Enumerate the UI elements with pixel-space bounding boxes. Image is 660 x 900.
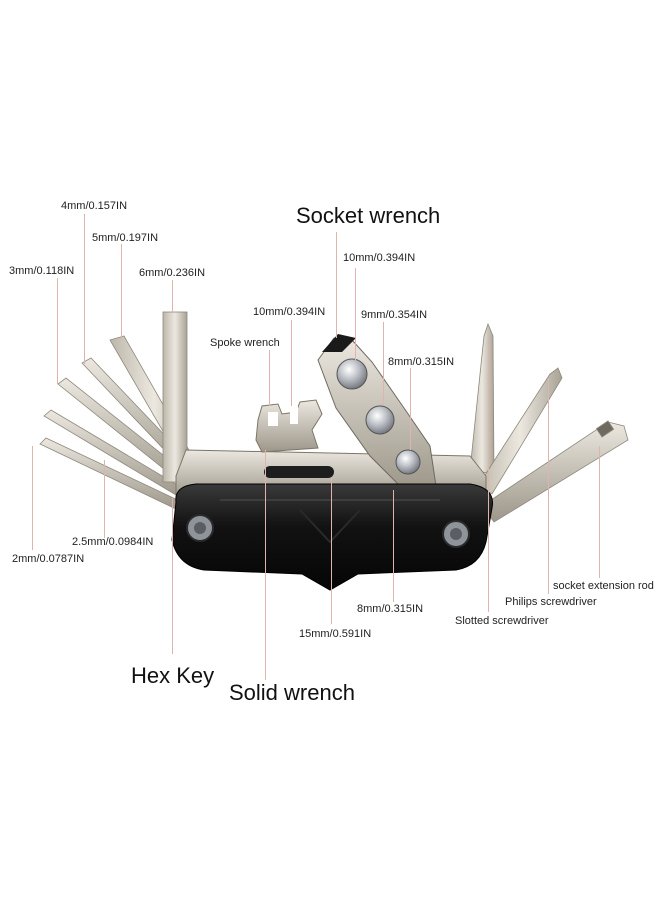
label-spoke-wrench: Spoke wrench [210,337,280,349]
label-hex-3mm: 3mm/0.118IN [9,265,75,277]
leader-socket-10mm [355,268,356,360]
label-solid-8mm: 8mm/0.315IN [357,603,424,615]
leader-hex-5mm [121,244,122,340]
leader-socket-extension-rod [599,446,600,578]
solid-wrench-plate [255,399,323,453]
screwdriver-set [469,322,629,523]
label-solid-wrench: Solid wrench [229,680,355,705]
label-hex-2-5mm: 2.5mm/0.0984IN [72,536,154,548]
label-solid-10mm: 10mm/0.394IN [253,306,326,318]
label-socket-wrench: Socket wrench [296,203,441,228]
tool-body [171,483,494,591]
socket-wrench-arm [317,334,437,491]
leader-hex-3mm [57,278,58,384]
label-socket-8mm: 8mm/0.315IN [388,356,455,368]
label-hex-4mm: 4mm/0.157IN [61,200,128,212]
label-socket-10mm: 10mm/0.394IN [343,252,416,264]
leader-solid-wrench [265,450,266,680]
label-hex-5mm: 5mm/0.197IN [92,232,159,244]
slotted-screwdriver-bit [469,322,495,475]
leader-solid-8mm [393,490,394,602]
socket-extension-rod-bar [481,421,629,523]
label-socket-extension-rod: socket extension rod [553,580,654,592]
hex-key-6mm [162,311,188,483]
hex-key-set [39,311,199,511]
leader-spoke-wrench [269,350,270,406]
leader-solid-15mm [331,478,332,624]
socket-8mm [395,449,421,475]
leader-hex-2-5mm [104,460,105,538]
label-hex-key: Hex Key [131,663,215,688]
label-philips-screwdriver: Philips screwdriver [505,596,597,608]
leader-socket-8mm [410,368,411,450]
leader-solid-10mm [291,320,292,406]
leader-socket-wrench [336,232,337,338]
leader-hex-4mm [84,214,85,364]
leader-socket-9mm [383,322,384,406]
label-solid-15mm: 15mm/0.591IN [299,628,372,640]
leader-hex-key [172,498,173,654]
label-hex-2mm: 2mm/0.0787IN [12,553,85,565]
socket-9mm [365,405,395,435]
leader-hex-2mm [32,446,33,550]
leader-philips-screwdriver [548,378,549,594]
label-slotted-screwdriver: Slotted screwdriver [455,615,549,627]
label-socket-9mm: 9mm/0.354IN [361,309,428,321]
socket-10mm [336,358,368,390]
leader-hex-6mm [172,280,173,312]
leader-slotted-screwdriver [488,340,489,612]
body-bolts [186,514,470,548]
label-hex-6mm: 6mm/0.236IN [139,267,206,279]
